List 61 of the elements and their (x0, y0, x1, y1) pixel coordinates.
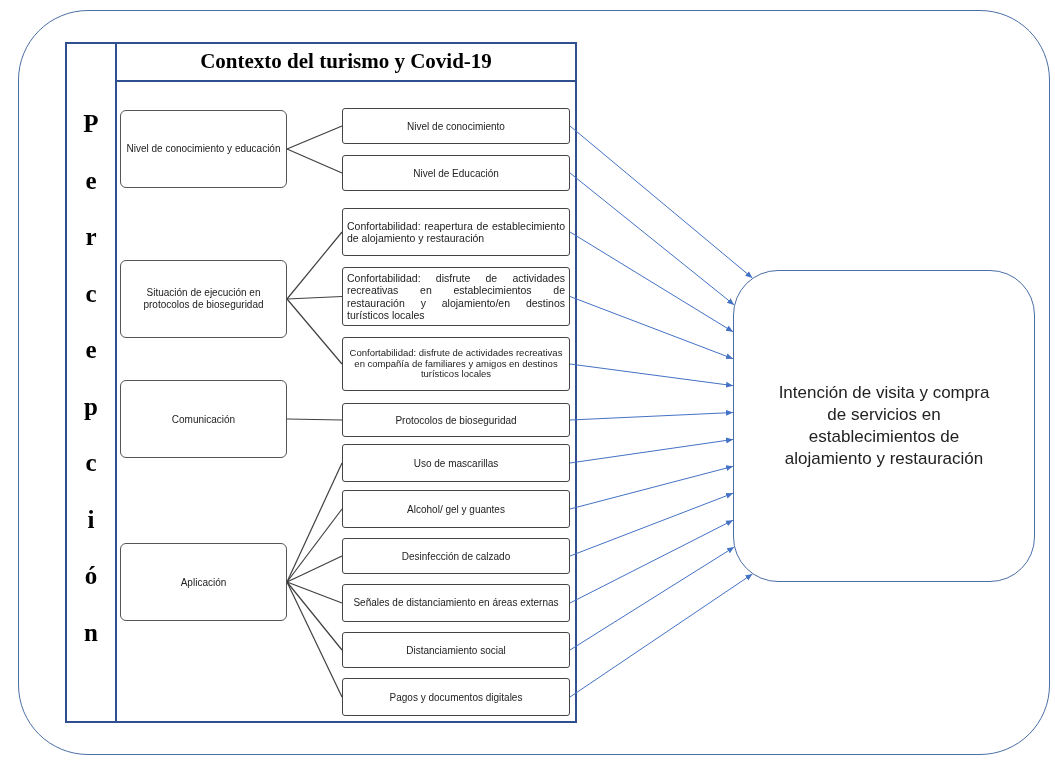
box-label: Distanciamiento social (405, 643, 507, 658)
connector-line (286, 231, 343, 300)
box-label: Desinfección de calzado (400, 549, 512, 564)
arrow (569, 172, 735, 306)
box-label: Confortabilidad: disfrute de actividades recreativas en compañía de familiares y amigos en destinos turísticos locales (348, 347, 564, 381)
category-box (120, 110, 287, 188)
box-label: Confortabilidad: reapertura de establecimiento de alojamiento y restauración (347, 219, 565, 245)
connector-line (286, 295, 343, 300)
outer-rounded-frame (18, 10, 1050, 755)
item-box (342, 444, 570, 482)
item-box (342, 678, 570, 716)
connector-line (286, 125, 343, 150)
arrow (569, 125, 753, 279)
vertical-title: Percepción (82, 109, 100, 648)
box-label: Uso de mascarillas (412, 456, 500, 471)
item-box (342, 632, 570, 668)
panel-title: Contexto del turismo y Covid-19 (200, 48, 492, 76)
item-box (342, 403, 570, 437)
item-box (342, 208, 570, 256)
box-label: Pagos y documentos digitales (388, 690, 524, 705)
item-box (342, 337, 570, 391)
box-label: Nivel de conocimiento y educación (125, 142, 282, 156)
outcome-box (733, 270, 1035, 582)
box-label: Situación de ejecución en protocolos de bioseguridad (142, 286, 265, 312)
category-box (120, 380, 287, 458)
connector-line (286, 581, 343, 651)
connector-line (286, 555, 343, 583)
connector-line (286, 148, 343, 174)
box-label: Nivel de Educación (412, 166, 500, 181)
box-label: Intención de visita y compra de servicios en establecimientos de alojamiento y restauración (778, 381, 990, 471)
arrow (569, 437, 734, 464)
arrow (569, 465, 734, 510)
item-box (342, 584, 570, 622)
category-box (120, 543, 287, 621)
framework-panel (65, 42, 577, 723)
arrow (569, 231, 734, 333)
box-label: Aplicación (179, 575, 228, 590)
arrow (569, 363, 734, 388)
item-box (342, 490, 570, 528)
item-box (342, 155, 570, 191)
arrow (569, 546, 735, 651)
connector-line (286, 581, 343, 604)
arrow (569, 296, 734, 360)
arrow (569, 519, 734, 604)
box-label: Comunicación (170, 412, 237, 427)
connector-line (286, 462, 343, 583)
connector-line (286, 508, 343, 583)
category-box (120, 260, 287, 338)
box-label: Confortabilidad: disfrute de actividades recreativas en establecimientos de restauración y alojamiento/en destinos turísticos locales (347, 272, 565, 321)
arrow (569, 492, 734, 557)
item-box (342, 108, 570, 144)
connector-line (286, 581, 343, 698)
arrow (569, 409, 734, 421)
box-label: Protocolos de bioseguridad (394, 413, 518, 428)
item-box (342, 538, 570, 574)
connector-line (286, 298, 343, 365)
box-label: Señales de distanciamiento en áreas externas (352, 596, 560, 610)
box-label: Nivel de conocimiento (406, 119, 506, 134)
arrow (569, 573, 753, 698)
box-label: Alcohol/ gel y guantes (406, 502, 506, 517)
connector-line (286, 418, 343, 421)
